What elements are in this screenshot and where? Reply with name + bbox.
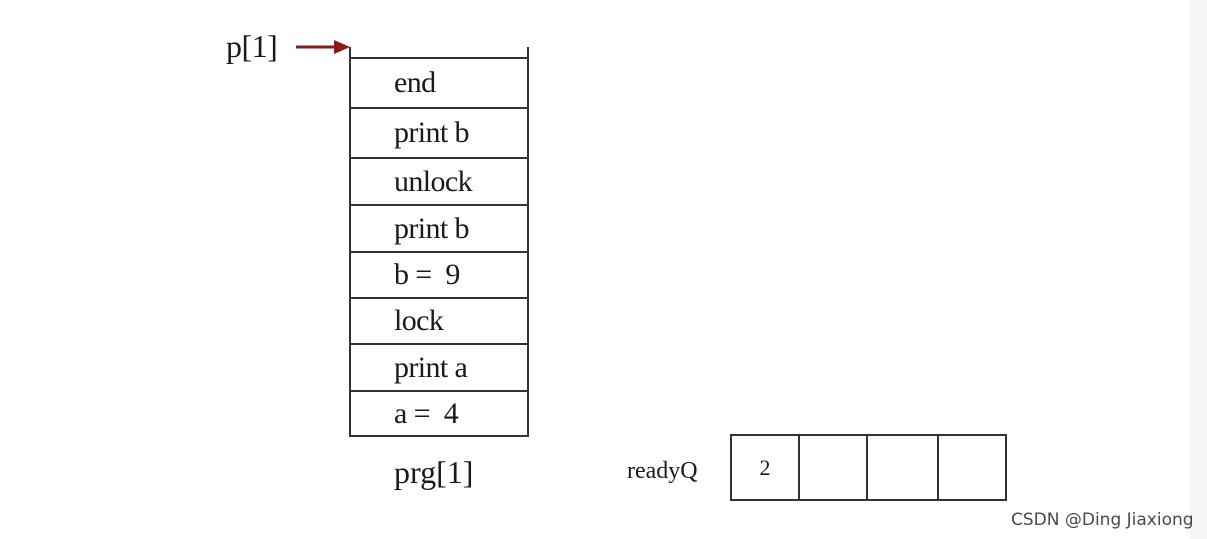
ready-queue-cell <box>798 436 866 499</box>
ready-queue-cell <box>937 436 1005 499</box>
stack-item-a-assign: a = 4 <box>351 390 527 435</box>
stack-cells: end print b unlock print b b = 9 lock pr… <box>349 57 529 437</box>
pointer-arrow-icon <box>296 40 350 54</box>
ready-queue-label: readyQ <box>627 458 698 484</box>
stack-item-print-b: print b <box>351 107 527 157</box>
stack-item-print-b-2: print b <box>351 204 527 251</box>
watermark: CSDN @Ding Jiaxiong <box>1011 510 1194 530</box>
ready-queue: 2 <box>730 434 1007 501</box>
stack-item-end: end <box>394 66 436 99</box>
ready-queue-cell: 2 <box>759 454 771 480</box>
program-stack: end print b unlock print b b = 9 lock pr… <box>349 47 529 437</box>
stack-item-unlock: unlock <box>351 157 527 204</box>
right-edge-strip <box>1190 0 1207 539</box>
stack-item-print-a: print a <box>351 343 527 390</box>
stack-item-b-assign: b = 9 <box>351 251 527 297</box>
pointer-label: p[1] <box>226 28 278 64</box>
stack-open-top <box>349 47 529 58</box>
ready-queue-cell <box>866 436 937 499</box>
stack-caption: prg[1] <box>394 454 474 490</box>
stack-item-lock: lock <box>351 297 527 343</box>
